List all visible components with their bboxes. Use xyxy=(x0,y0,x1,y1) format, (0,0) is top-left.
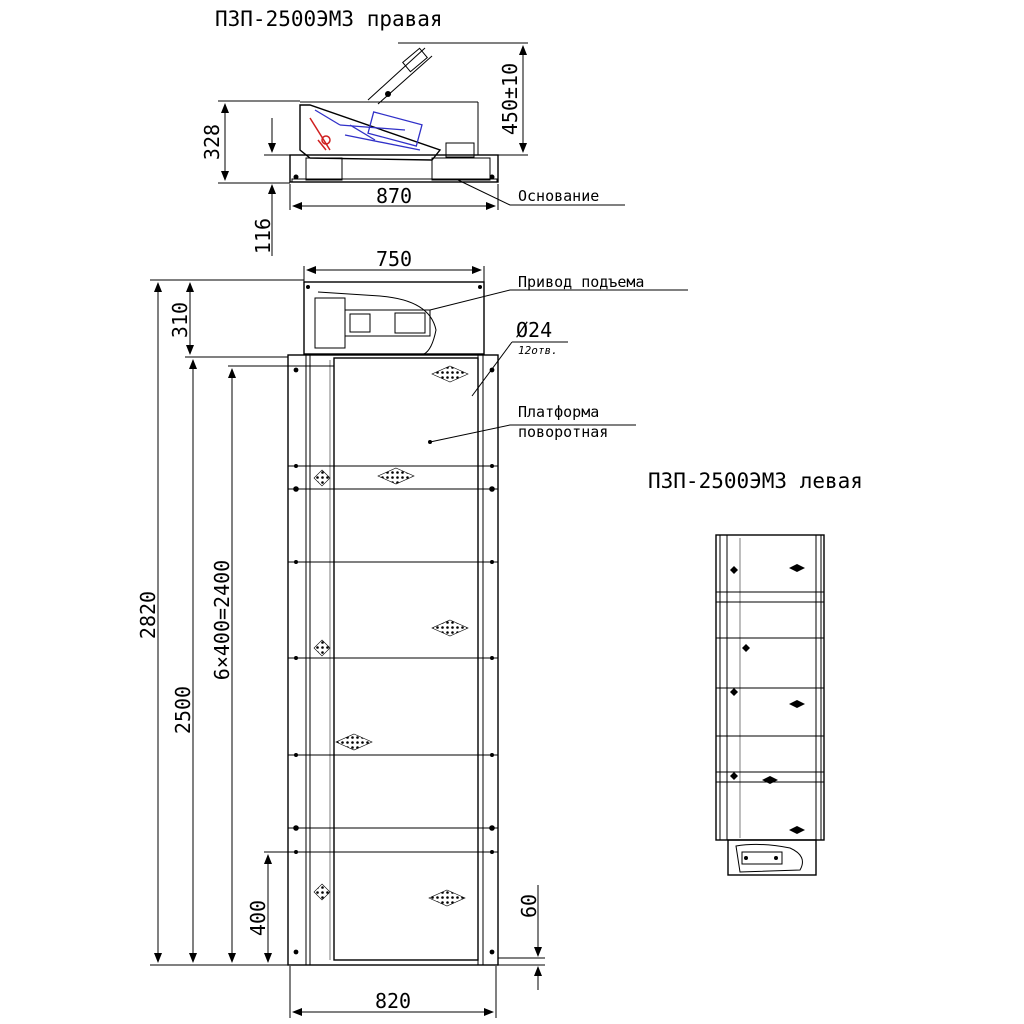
plan-platform xyxy=(333,357,479,961)
plan-outer-frame xyxy=(287,354,499,966)
drive-leader xyxy=(429,289,688,311)
dim-end-pitch: 400 xyxy=(246,900,270,936)
title-right: ПЗП-2500ЭМЗ правая xyxy=(215,7,443,31)
side-motor-box xyxy=(305,157,343,181)
label-hole-dia: Ø24 xyxy=(516,318,552,342)
side-pump-block xyxy=(445,142,475,158)
left-checker-plate-icon xyxy=(730,564,805,834)
left-drive-housing xyxy=(727,839,817,876)
label-platform-2: поворотная xyxy=(518,423,608,441)
anchor-bolt-icon xyxy=(293,367,495,955)
dim-plan-width: 750 xyxy=(376,247,412,271)
dim-drive-len: 310 xyxy=(168,302,192,338)
label-platform-1: Платформа xyxy=(518,403,599,421)
side-view-right: ПЗП-2500ЭМЗ правая 328 xyxy=(200,7,625,256)
hole-leader xyxy=(471,341,513,397)
dim-base-width: 820 xyxy=(375,989,411,1013)
dim-top-height: 328 xyxy=(200,124,224,160)
dim-platform-len: 2500 xyxy=(171,686,195,734)
title-left: ПЗП-2500ЭМЗ левая xyxy=(648,469,863,493)
dim-top-lift: 450±10 xyxy=(498,63,522,135)
dim-top-width: 870 xyxy=(376,184,412,208)
label-hole-count: 12отв. xyxy=(518,344,558,357)
dim-pitch: 6×400=2400 xyxy=(210,560,234,680)
left-drive-cover xyxy=(735,843,803,873)
dim-end-offset: 60 xyxy=(517,894,541,918)
plan-drive-housing xyxy=(303,281,485,355)
checker-plate-icon xyxy=(313,365,469,907)
dim-total-len: 2820 xyxy=(136,591,160,639)
base-leader xyxy=(457,179,625,206)
side-housing xyxy=(299,104,442,161)
plan-drive-motor xyxy=(344,309,431,337)
plan-drive-cover xyxy=(317,291,437,355)
label-drive: Привод подъема xyxy=(518,273,644,291)
platform-leader xyxy=(429,424,636,443)
plan-view-left: ПЗП-2500ЭМЗ левая xyxy=(648,469,863,876)
label-base: Основание xyxy=(518,187,599,205)
side-lift-arm xyxy=(367,47,426,101)
left-cross-members xyxy=(716,591,824,783)
side-drive-linkage xyxy=(309,109,423,151)
plan-view-right: 750 310 2820 2500 6×400=2400 400 60 820 … xyxy=(136,247,688,1018)
plan-cross-members xyxy=(288,465,498,853)
dim-base-height: 116 xyxy=(251,218,275,254)
